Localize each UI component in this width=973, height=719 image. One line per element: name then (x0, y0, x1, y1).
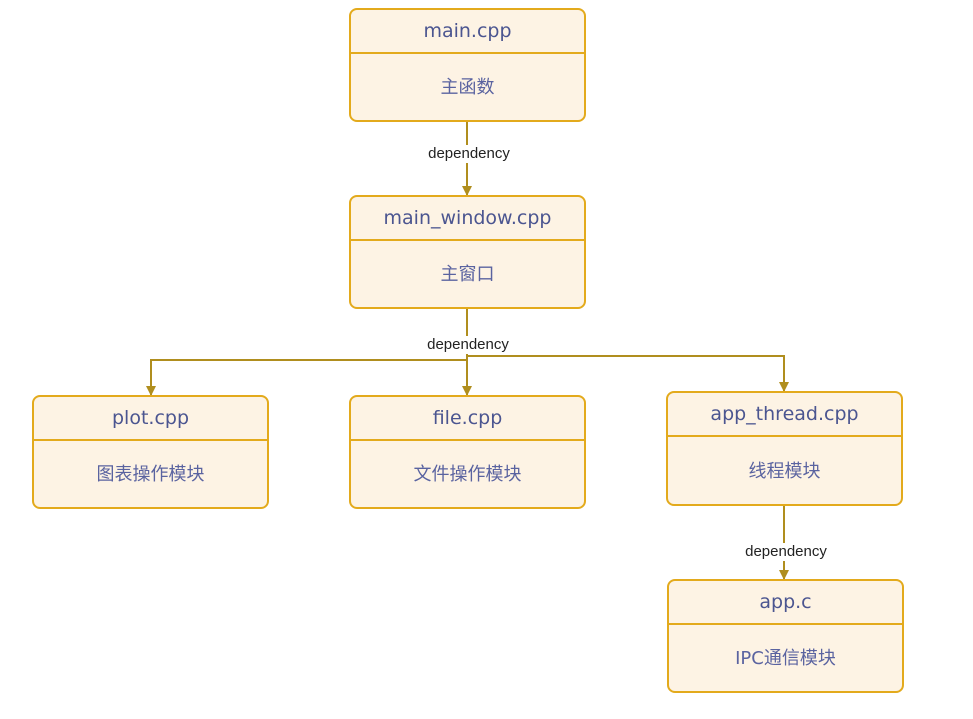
node-description: 主窗口 (440, 264, 495, 285)
node-description: 图表操作模块 (96, 464, 205, 485)
node-title: main_window.cpp (351, 197, 584, 241)
node-description: 主函数 (440, 77, 495, 98)
edge-main-window-to-plot (146, 309, 468, 396)
node-plot-cpp[interactable]: plot.cpp 图表操作模块 (32, 395, 269, 509)
edge-label-main-to-window: dependency (427, 145, 511, 163)
node-title: app.c (669, 581, 902, 625)
node-description: 线程模块 (748, 461, 821, 482)
node-file-cpp[interactable]: file.cpp 文件操作模块 (349, 395, 586, 509)
node-description: 文件操作模块 (413, 464, 522, 485)
node-description: IPC通信模块 (735, 648, 836, 669)
node-title: plot.cpp (34, 397, 267, 441)
edge-label-window-to-children: dependency (426, 336, 510, 354)
node-title: file.cpp (351, 397, 584, 441)
edge-label-thread-to-app: dependency (744, 543, 828, 561)
edge-main-window-to-app-thread (466, 309, 789, 392)
node-title: main.cpp (351, 10, 584, 54)
node-main-window-cpp[interactable]: main_window.cpp 主窗口 (349, 195, 586, 309)
node-app-thread-cpp[interactable]: app_thread.cpp 线程模块 (666, 391, 903, 506)
node-main-cpp[interactable]: main.cpp 主函数 (349, 8, 586, 122)
node-title: app_thread.cpp (668, 393, 901, 437)
node-app-c[interactable]: app.c IPC通信模块 (667, 579, 904, 693)
